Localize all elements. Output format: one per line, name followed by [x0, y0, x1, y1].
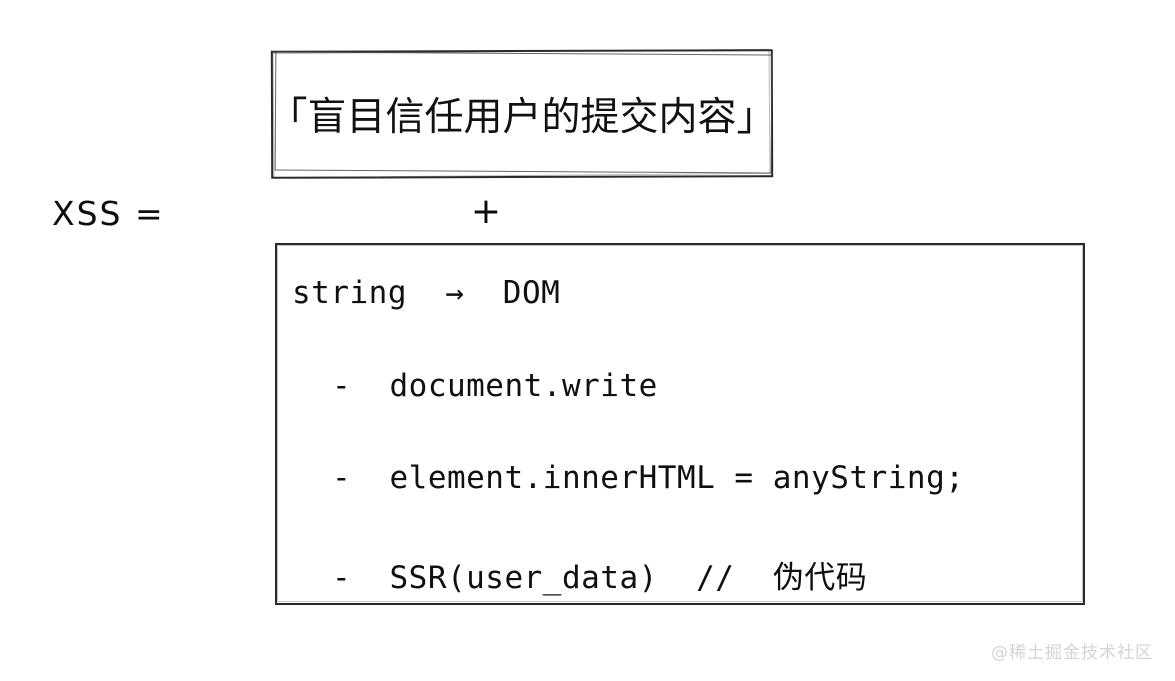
code-heading-string-to-dom: string → DOM [292, 275, 561, 311]
code-box-border-ghost [277, 245, 1083, 602]
xss-equation-label: XSS = [52, 194, 165, 233]
sink-list-box: string → DOM - document.write - element.… [275, 243, 1085, 605]
code-line-list: string → DOM - document.write - element.… [275, 243, 1085, 605]
trusted-user-input-text: 「盲目信任用户的提交内容」 [268, 95, 776, 140]
code-item-document-write: - document.write [332, 368, 658, 404]
watermark-label: @稀土掘金技术社区 [991, 643, 1153, 663]
plus-operator: + [470, 191, 502, 232]
code-item-inner-html: - element.innerHTML = anyString; [332, 460, 965, 496]
trusted-user-input-box: 「盲目信任用户的提交内容」 [268, 48, 776, 179]
code-item-ssr: - SSR(user_data) // 伪代码 [332, 560, 868, 596]
code-box-border [275, 243, 1085, 605]
